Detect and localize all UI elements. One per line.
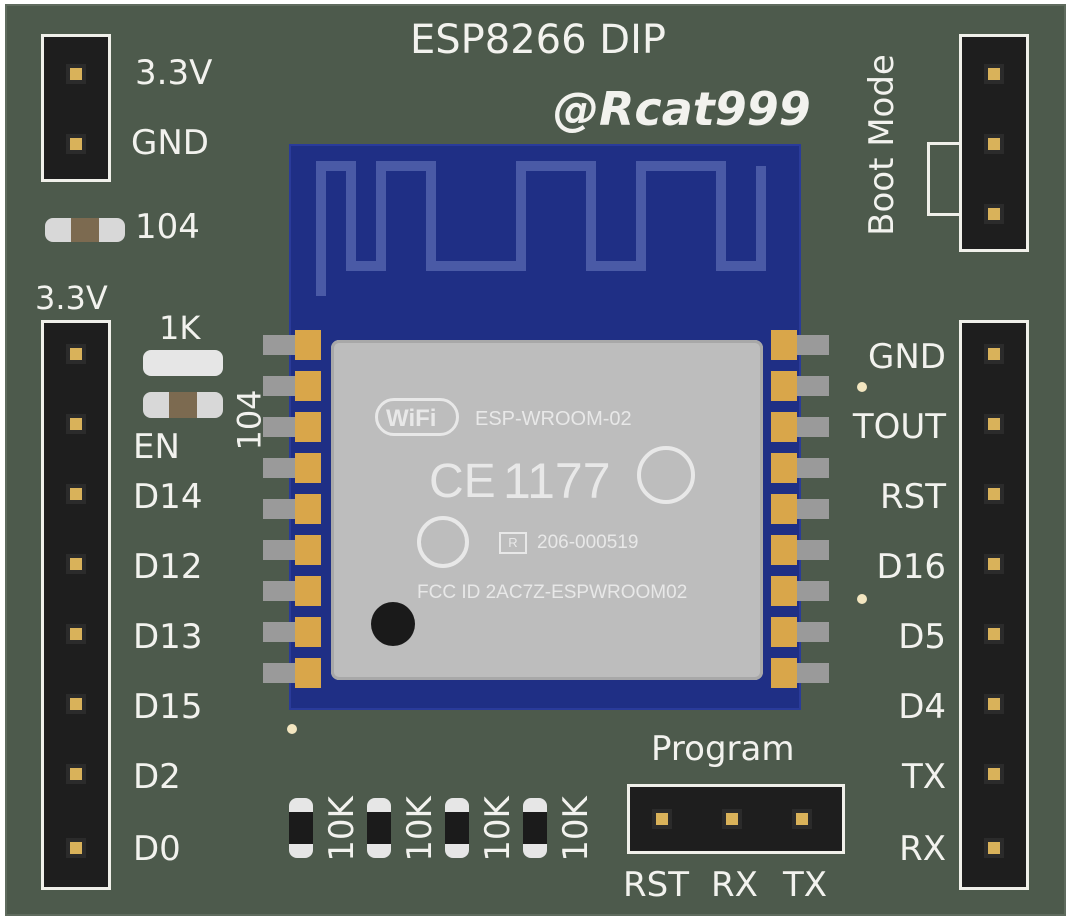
pin-right-d5: [988, 628, 1000, 640]
label-3v3-left: 3.3V: [35, 279, 108, 317]
pin-left-5: [70, 698, 82, 710]
program-pin-tx: TX: [783, 865, 828, 905]
pin-program-rx: [726, 813, 738, 825]
right-pin-label-tx: TX: [901, 757, 946, 797]
pin-boot-3: [988, 208, 1000, 220]
pin-left-2: [70, 488, 82, 500]
cap-104-label: 104: [230, 389, 269, 451]
pin-left-1: [70, 418, 82, 430]
resistor-10k-2: [367, 798, 391, 858]
label-gnd-top: GND: [131, 123, 209, 163]
left-header: [41, 320, 111, 890]
pin-left-7: [70, 842, 82, 854]
pin-right-rst: [988, 488, 1000, 500]
resistor-10k-1: [289, 798, 313, 858]
ce-number: 1177: [503, 453, 611, 509]
power-header: [41, 34, 111, 182]
resistor-10k-label-3: 10K: [477, 796, 518, 862]
resistor-10k-3: [445, 798, 469, 858]
boot-mode-label: Boot Mode: [861, 54, 902, 236]
right-pin-label-d16: D16: [876, 547, 946, 587]
pin-program-tx: [796, 813, 808, 825]
label-3v3-top: 3.3V: [135, 53, 213, 93]
resistor-1k-label: 1K: [159, 309, 201, 347]
pin-left-3: [70, 558, 82, 570]
resistor-1k: [143, 350, 223, 376]
right-pin-label-tout: TOUT: [852, 407, 946, 447]
r-mark: R: [499, 532, 527, 554]
via: [857, 382, 867, 392]
program-pin-rx: RX: [711, 865, 758, 905]
pin1-dot: [371, 602, 415, 646]
pin-gnd-top: [70, 138, 82, 150]
left-pin-label-d13: D13: [133, 617, 203, 657]
pin-left-6: [70, 768, 82, 780]
pin-program-rst: [656, 813, 668, 825]
via: [857, 594, 867, 604]
board-title: ESP8266 DIP: [410, 17, 667, 63]
ce-mark: CE: [429, 455, 496, 508]
left-pin-label-d15: D15: [133, 687, 203, 727]
program-pin-rst: RST: [623, 865, 689, 905]
pcb-board: ESP8266 DIP @Rcat999 3.3V GND 104 3.3V E…: [5, 4, 1066, 916]
capacitor-top: [45, 218, 125, 242]
left-pin-label-d0: D0: [133, 829, 181, 869]
pin-left-4: [70, 628, 82, 640]
wifi-logo: WiFi: [375, 398, 459, 436]
fcc-id: FCC ID 2AC7Z-ESPWROOM02: [417, 582, 688, 603]
pin-right-tx: [988, 768, 1000, 780]
antenna-trace-icon: [316, 161, 766, 296]
left-pin-label-d14: D14: [133, 477, 203, 517]
right-pin-label-rst: RST: [880, 477, 946, 517]
pin-3v3-top: [70, 68, 82, 80]
capacitor-104: [143, 392, 223, 418]
right-pin-label-rx: RX: [899, 829, 946, 869]
pin-right-d16: [988, 558, 1000, 570]
left-pin-label-en: EN: [133, 427, 180, 467]
module-shield: WiFi ESP-WROOM-02 CE 1177 R 206-000519 F…: [331, 340, 763, 680]
cap-top-label: 104: [135, 207, 200, 247]
pin-right-rx: [988, 842, 1000, 854]
via: [287, 724, 297, 734]
pin-right-gnd: [988, 348, 1000, 360]
right-pin-label-d4: D4: [898, 687, 946, 727]
telec-mark-icon: [417, 516, 469, 568]
left-pin-label-d12: D12: [133, 547, 203, 587]
module-model: ESP-WROOM-02: [475, 408, 632, 430]
pin-boot-1: [988, 68, 1000, 80]
resistor-10k-4: [523, 798, 547, 858]
author-label: @Rcat999: [553, 82, 811, 136]
resistor-10k-label-1: 10K: [321, 796, 362, 862]
program-label: Program: [651, 729, 795, 769]
right-pin-label-d5: D5: [898, 617, 946, 657]
right-pin-label-gnd: GND: [868, 337, 946, 377]
pin-right-d4: [988, 698, 1000, 710]
right-header: [959, 320, 1029, 890]
cert-number: 206-000519: [537, 532, 639, 553]
left-pin-label-d2: D2: [133, 757, 181, 797]
boot-jumper-outline: [927, 142, 961, 216]
resistor-10k-label-2: 10K: [399, 796, 440, 862]
pin-3v3-left: [70, 348, 82, 360]
espressif-logo-icon: [637, 446, 695, 504]
resistor-10k-label-4: 10K: [555, 796, 596, 862]
pin-right-tout: [988, 418, 1000, 430]
pin-boot-2: [988, 138, 1000, 150]
